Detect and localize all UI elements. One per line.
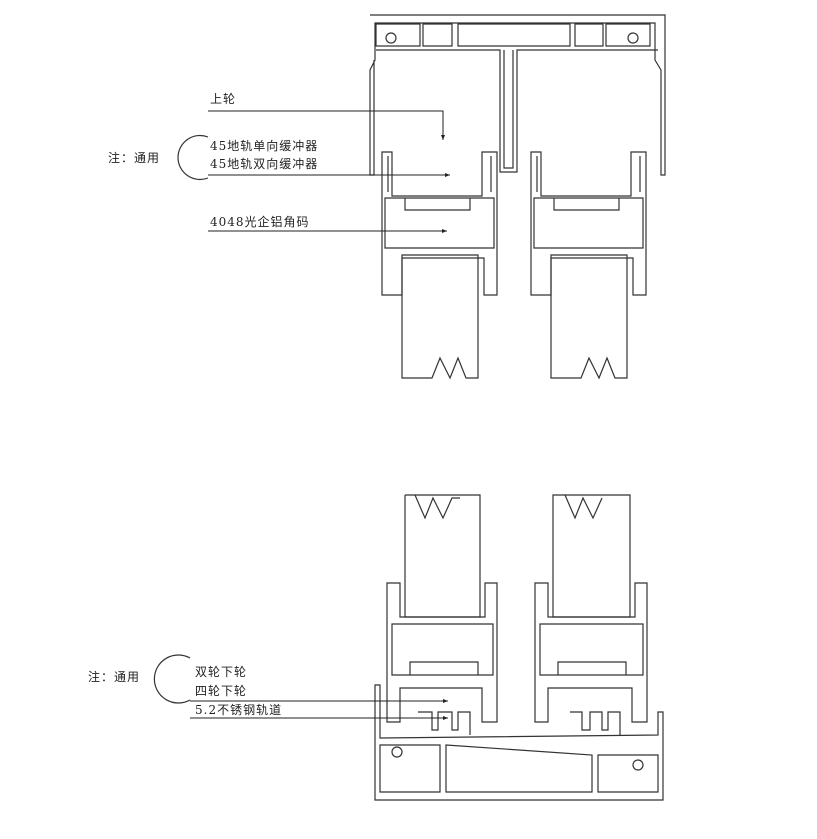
bottom-right-sash-profile xyxy=(534,494,648,723)
top-frame-profile xyxy=(369,14,666,176)
top-left-sash-profile xyxy=(381,151,498,380)
label-four-wheel: 四轮下轮 xyxy=(195,684,248,698)
top-right-sash-profile xyxy=(530,151,647,380)
label-upper-wheel: 上轮 xyxy=(210,92,237,106)
label-corner-bracket: 4048光企铝角码 xyxy=(210,215,310,229)
note-general-top: 注：通用 xyxy=(108,151,161,165)
note-general-bottom: 注：通用 xyxy=(88,670,141,684)
bottom-frame-profile xyxy=(374,684,664,801)
top-leader-lines xyxy=(177,110,450,233)
bottom-left-sash-profile xyxy=(386,494,498,723)
bottom-leader-lines xyxy=(153,654,448,720)
label-track: 5.2不锈钢轨道 xyxy=(195,703,283,717)
label-single-buffer: 45地轨单向缓冲器 xyxy=(210,139,319,153)
label-double-buffer: 45地轨双向缓冲器 xyxy=(210,157,319,171)
label-double-wheel: 双轮下轮 xyxy=(195,665,248,679)
